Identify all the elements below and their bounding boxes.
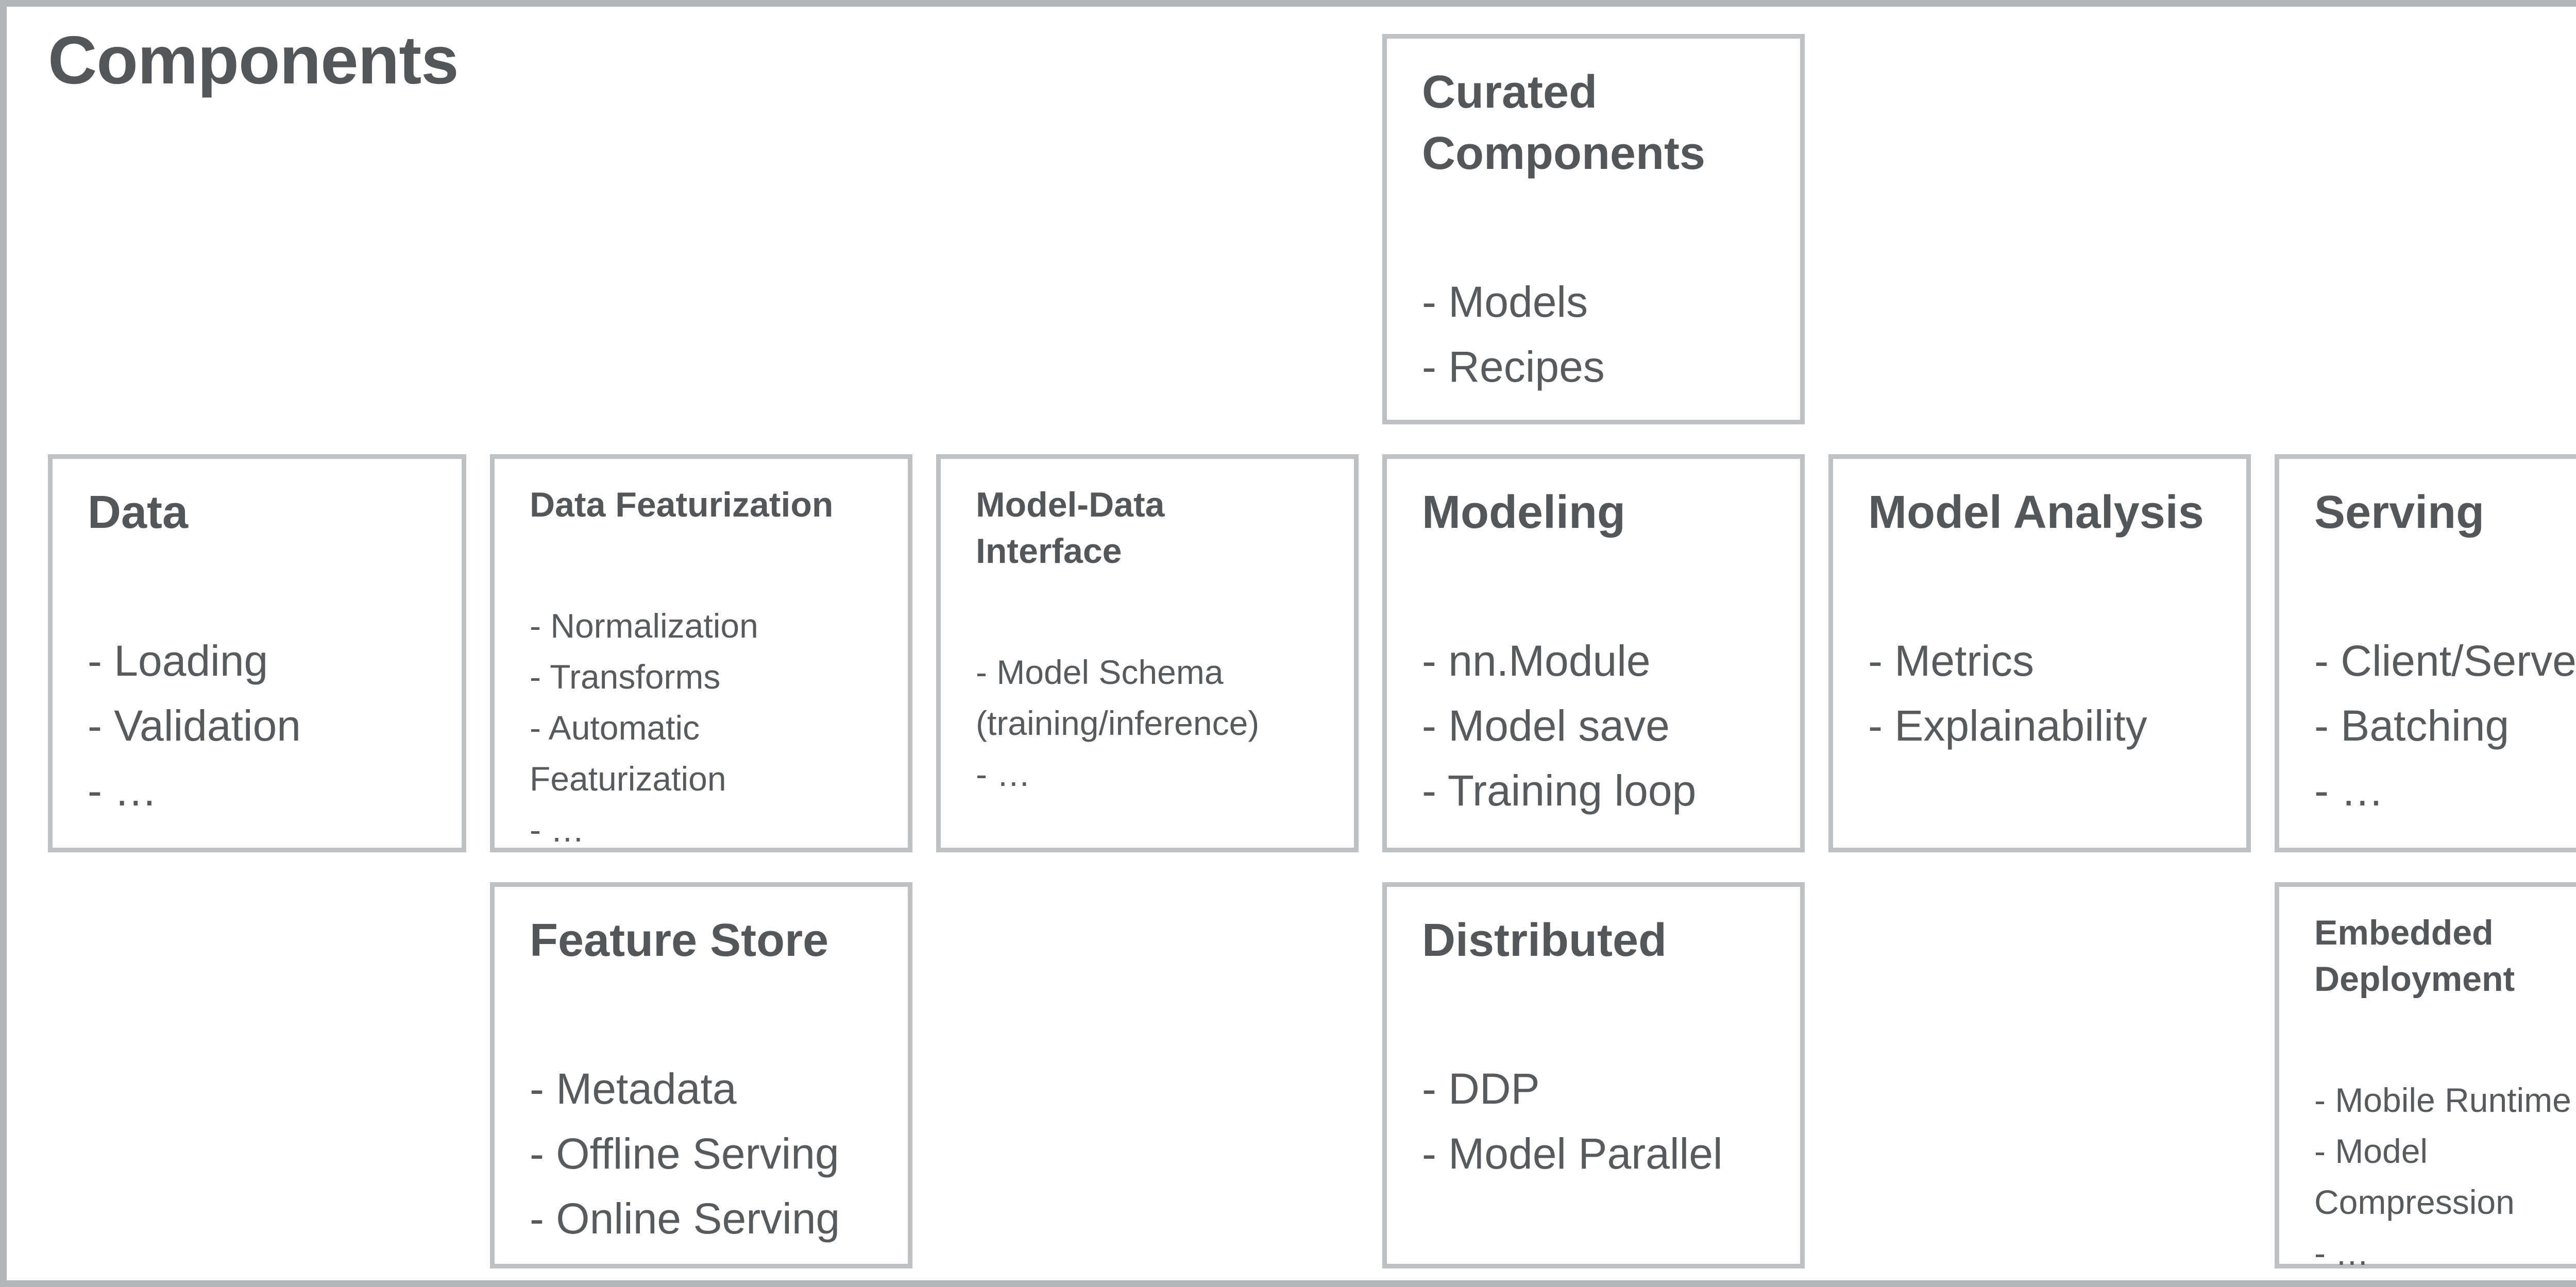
box-distributed: Distributed - DDP - Model Parallel bbox=[1382, 882, 1805, 1268]
box-data-featurization: Data Featurization - Normalization - Tran… bbox=[490, 454, 912, 852]
list-item: - Loading bbox=[88, 636, 268, 685]
box-list: - DDP - Model Parallel bbox=[1422, 1056, 1765, 1186]
box-title: Serving bbox=[2314, 487, 2485, 538]
list-item: - Recipes bbox=[1422, 342, 1605, 391]
page-title: Components bbox=[48, 22, 459, 98]
list-item: - Mobile Runtime bbox=[2314, 1080, 2571, 1119]
box-list: - Models - Recipes bbox=[1422, 269, 1765, 399]
box-list: - Model Schema (training/inference) - … bbox=[976, 647, 1319, 800]
list-item: - Normalization bbox=[530, 606, 758, 645]
list-item: - … bbox=[2314, 1233, 2369, 1272]
box-list: - Loading - Validation - … bbox=[88, 628, 427, 823]
box-model-analysis: Model Analysis - Metrics - Explainability bbox=[1828, 454, 2251, 852]
box-title: Embedded Deployment bbox=[2314, 913, 2515, 999]
list-item: - Automatic Featurization bbox=[530, 708, 726, 798]
list-item: - Training loop bbox=[1422, 766, 1697, 815]
box-list: - Normalization - Transforms - Automatic F… bbox=[530, 600, 873, 855]
box-title: Distributed bbox=[1422, 915, 1667, 966]
box-list: - nn.Module - Model save - Training loop bbox=[1422, 628, 1765, 823]
box-title: Model-Data Interface bbox=[976, 485, 1165, 571]
list-item: - Explainability bbox=[1868, 701, 2147, 750]
list-item: - Batching bbox=[2314, 701, 2510, 750]
box-title: Modeling bbox=[1422, 487, 1625, 538]
box-modeling: Modeling - nn.Module - Model save - Traini… bbox=[1382, 454, 1805, 852]
list-item: - Model Parallel bbox=[1422, 1129, 1723, 1178]
box-title: Model Analysis bbox=[1868, 487, 2204, 538]
list-item: - Transforms bbox=[530, 657, 721, 696]
box-title: Data Featurization bbox=[530, 485, 834, 524]
box-model-data-interface: Model-Data Interface - Model Schema (tra… bbox=[936, 454, 1359, 852]
list-item: - Offline Serving bbox=[530, 1129, 839, 1178]
list-item: - DDP bbox=[1422, 1064, 1540, 1113]
box-list: - Metadata - Offline Serving - Online Serv… bbox=[530, 1056, 873, 1251]
list-item: - Metrics bbox=[1868, 636, 2034, 685]
list-item: - Client/Server bbox=[2314, 636, 2576, 685]
box-feature-store: Feature Store - Metadata - Offline Servin… bbox=[490, 882, 912, 1268]
box-list: - Metrics - Explainability bbox=[1868, 628, 2211, 758]
box-serving: Serving - Client/Server - Batching - … bbox=[2275, 454, 2576, 852]
list-item: - Model Compression bbox=[2314, 1131, 2515, 1221]
list-item: - Model save bbox=[1422, 701, 1670, 750]
box-curated-components: Curated Components - Models - Recipes bbox=[1382, 34, 1805, 424]
list-item: - Model Schema (training/inference) bbox=[976, 653, 1260, 742]
list-item: - … bbox=[530, 810, 585, 849]
box-title: Curated Components bbox=[1422, 66, 1705, 179]
box-list: - Mobile Runtime - Model Compression - … bbox=[2314, 1075, 2576, 1279]
list-item: - … bbox=[976, 754, 1031, 793]
list-item: - … bbox=[2314, 766, 2384, 815]
list-item: - Metadata bbox=[530, 1064, 737, 1113]
list-item: - Validation bbox=[88, 701, 301, 750]
box-list: - Client/Server - Batching - … bbox=[2314, 628, 2576, 823]
list-item: - … bbox=[88, 766, 158, 815]
list-item: - Models bbox=[1422, 277, 1588, 326]
box-title: Feature Store bbox=[530, 915, 829, 966]
box-embedded-deployment: Embedded Deployment - Mobile Runtime - Mo… bbox=[2275, 882, 2576, 1272]
components-grid: Curated Components - Models- Recipes Met… bbox=[48, 34, 2576, 1272]
box-title: Data bbox=[88, 487, 189, 538]
box-data: Data - Loading - Validation - … bbox=[48, 454, 466, 852]
list-item: - Online Serving bbox=[530, 1194, 840, 1243]
list-item: - nn.Module bbox=[1422, 636, 1651, 685]
